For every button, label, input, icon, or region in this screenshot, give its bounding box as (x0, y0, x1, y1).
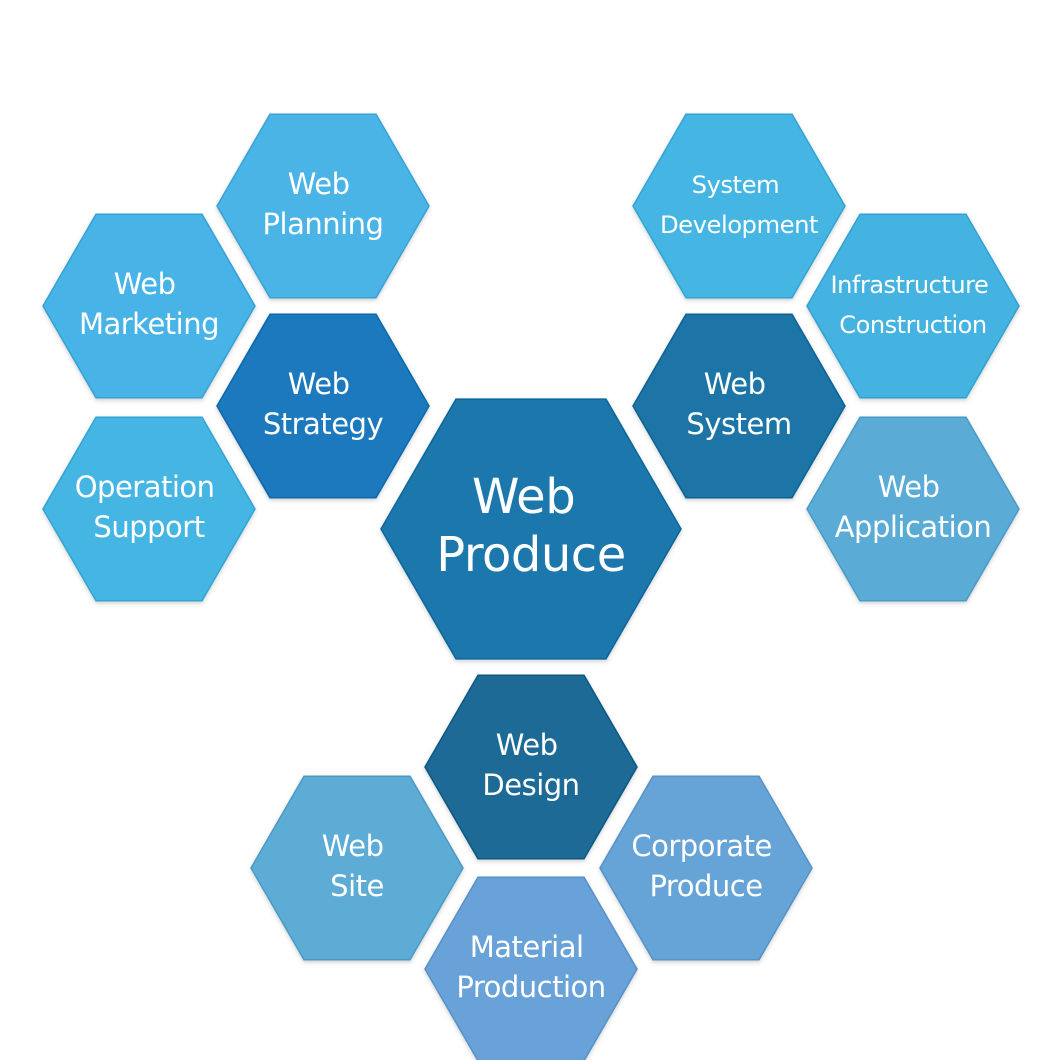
hex-web-strategy-label: Web Strategy (263, 367, 384, 441)
hex-infrastructure-construction-line-1: Infrastructure (830, 271, 988, 299)
hex-web-system-label: Web System (686, 367, 791, 441)
hex-web-site-line-1: Web (322, 829, 384, 863)
hex-web-site-line-2: Site (330, 869, 384, 903)
hex-web-application-line-1: Web (878, 470, 940, 504)
hex-web-design: Web Design (424, 674, 638, 860)
hex-system-development-label: System Development (660, 170, 818, 239)
hex-web-application-line-2: Application (835, 510, 992, 544)
hex-web-planning-shape (216, 113, 430, 299)
hex-operation-support-line-1: Operation (75, 470, 215, 504)
hex-web-application-label: Web Application (835, 470, 992, 544)
hex-corporate-produce-label: Corporate Produce (631, 829, 780, 903)
hex-web-strategy-line-1: Web (288, 367, 350, 401)
hex-web-site-shape (250, 775, 464, 961)
hex-web-design-label: Web Design (482, 728, 579, 802)
hex-web-produce-line-1: Web (472, 469, 575, 525)
hex-operation-support: Operation Support (42, 416, 256, 602)
hex-web-strategy-line-2: Strategy (263, 407, 384, 441)
hex-infrastructure-construction-shape (806, 213, 1020, 399)
hex-corporate-produce-line-1: Corporate (631, 829, 771, 863)
hex-web-produce-label: Web Produce (436, 469, 625, 583)
hex-corporate-produce-shape (599, 775, 813, 961)
hex-web-marketing-line-1: Web (114, 267, 176, 301)
hex-material-production-shape (424, 876, 638, 1060)
hex-material-production: Material Production (424, 876, 638, 1060)
hex-web-strategy-shape (216, 313, 430, 499)
hex-web-design-line-1: Web (496, 728, 558, 762)
hex-web-system: Web System (632, 313, 846, 499)
hex-web-application: Web Application (806, 416, 1020, 602)
hex-web-planning-line-1: Web (288, 167, 350, 201)
hex-web-produce-shape (380, 398, 682, 660)
hex-operation-support-label: Operation Support (75, 470, 224, 544)
hex-web-planning: Web Planning (216, 113, 430, 299)
hex-web-application-shape (806, 416, 1020, 602)
hex-web-marketing: Web Marketing (42, 213, 256, 399)
hex-web-system-shape (632, 313, 846, 499)
hex-web-marketing-label: Web Marketing (79, 267, 219, 341)
hex-web-system-line-1: Web (704, 367, 766, 401)
hex-operation-support-line-2: Support (93, 510, 204, 544)
hex-system-development-line-1: System (692, 170, 780, 199)
hex-web-site: Web Site (250, 775, 464, 961)
hex-material-production-line-2: Production (456, 970, 605, 1004)
hex-web-strategy: Web Strategy (216, 313, 430, 499)
hex-web-design-line-2: Design (482, 768, 579, 802)
hex-system-development-shape (632, 113, 846, 299)
hex-web-marketing-line-2: Marketing (79, 307, 219, 341)
hex-web-site-label: Web Site (322, 829, 392, 903)
hex-web-marketing-shape (42, 213, 256, 399)
hex-web-produce-line-2: Produce (436, 527, 625, 583)
hex-corporate-produce: Corporate Produce (599, 775, 813, 961)
hex-infrastructure-construction: Infrastructure Construction (806, 213, 1020, 399)
hex-web-system-line-2: System (686, 407, 791, 441)
hex-web-planning-line-2: Planning (263, 207, 384, 241)
hex-infrastructure-construction-line-2: Construction (839, 311, 986, 339)
hex-corporate-produce-line-2: Produce (649, 869, 762, 903)
hex-system-development-line-2: Development (660, 210, 818, 239)
hex-system-development: System Development (632, 113, 846, 299)
hex-operation-support-shape (42, 416, 256, 602)
hex-web-design-shape (424, 674, 638, 860)
hex-web-planning-label: Web Planning (263, 167, 384, 241)
hex-infrastructure-construction-label: Infrastructure Construction (830, 271, 995, 339)
hex-material-production-line-1: Material (470, 930, 584, 964)
hex-material-production-label: Material Production (456, 930, 605, 1004)
hex-web-produce: Web Produce (380, 398, 682, 660)
